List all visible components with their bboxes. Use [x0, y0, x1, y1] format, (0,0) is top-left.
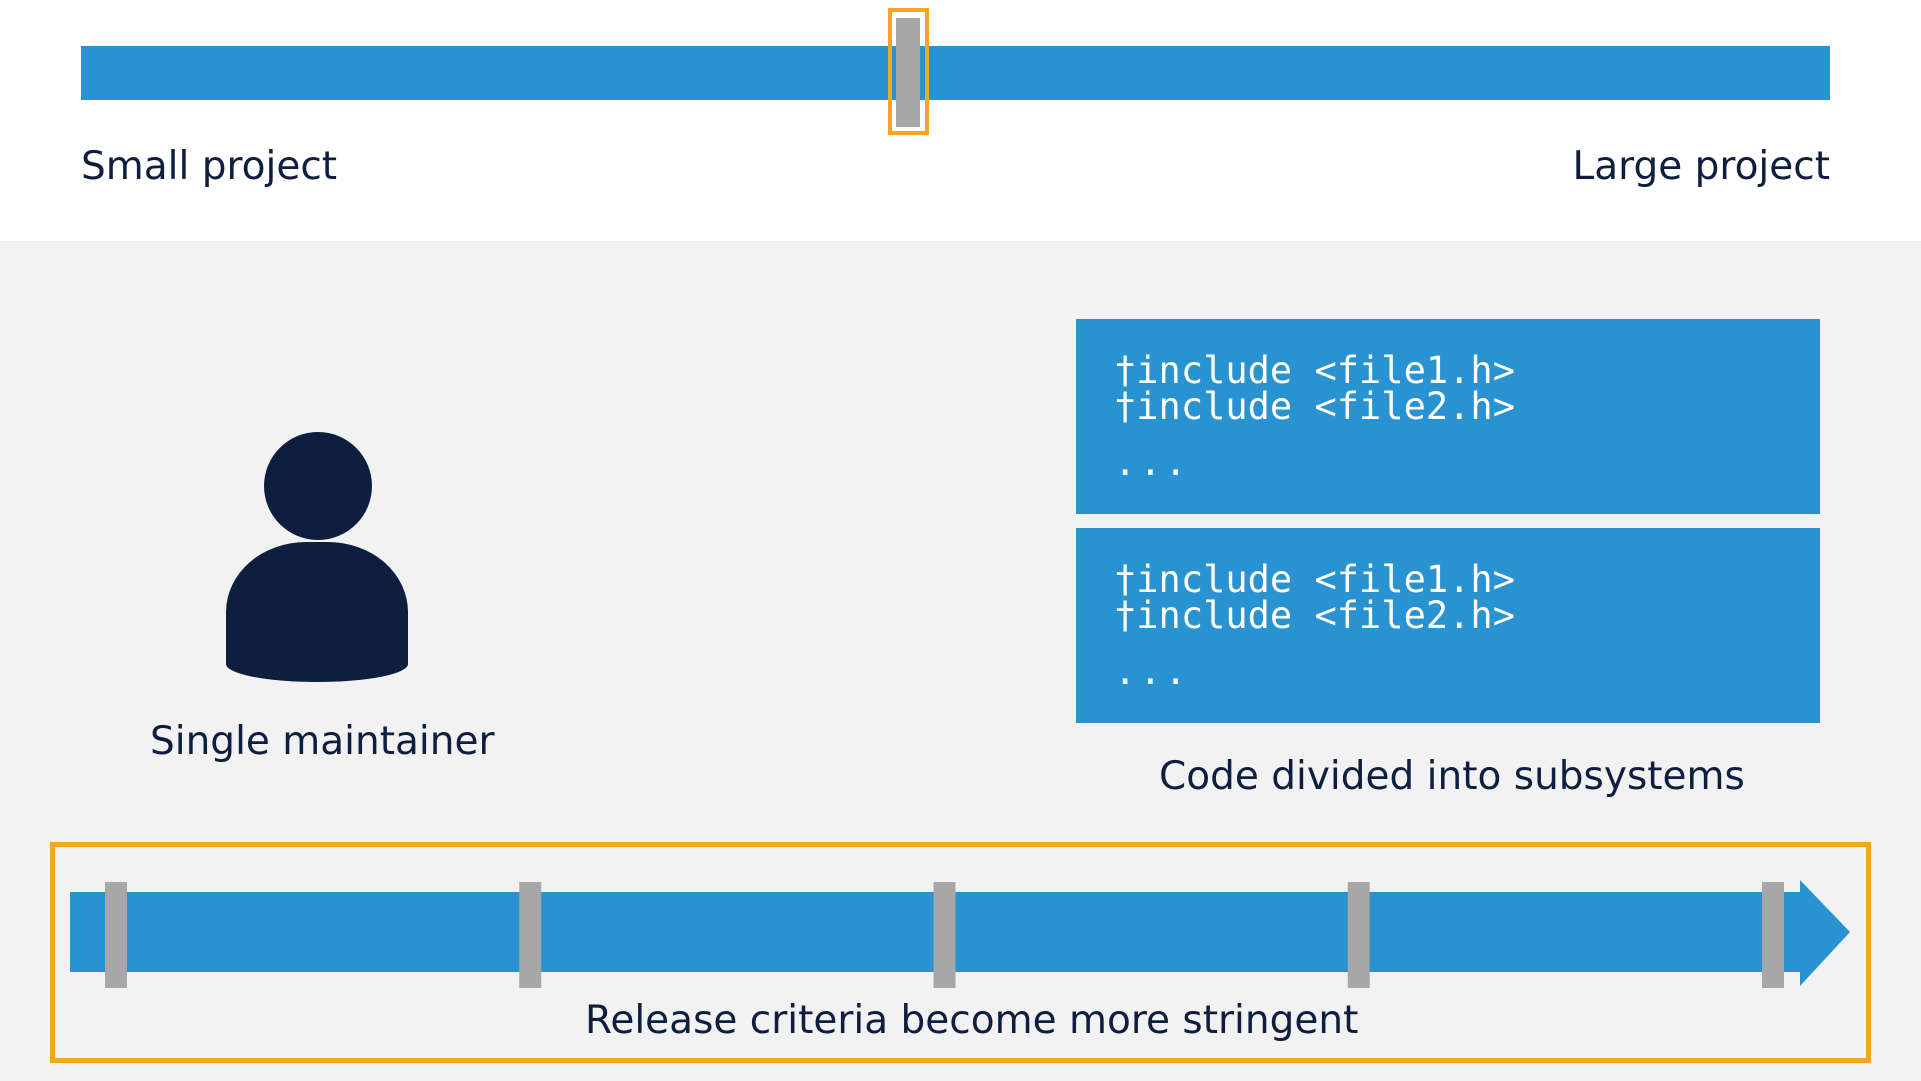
code-ellipsis: ... [1114, 441, 1190, 484]
person-body [226, 542, 408, 682]
person-icon [226, 432, 408, 682]
release-criteria-label: Release criteria become more stringent [585, 998, 1359, 1043]
release-criteria-highlight [50, 842, 1871, 1063]
person-head [264, 432, 372, 540]
code-line: †include <file1.h> [1114, 349, 1515, 392]
size-marker-highlight [887, 8, 929, 135]
release-tick [105, 882, 127, 988]
release-tick [1762, 882, 1784, 988]
project-size-bar [81, 46, 1830, 100]
release-tick [933, 882, 956, 988]
subsystems-label: Code divided into subsystems [1159, 754, 1745, 799]
code-block: †include <file1.h> †include <file2.h> ..… [1076, 528, 1820, 723]
code-line: †include <file1.h> [1114, 558, 1515, 601]
code-line: †include <file2.h> [1114, 385, 1515, 428]
code-block: †include <file1.h> †include <file2.h> ..… [1076, 319, 1820, 514]
release-tick [519, 882, 542, 988]
small-project-label: Small project [81, 144, 338, 189]
release-arrow-shape [70, 880, 1850, 986]
release-tick [1347, 882, 1370, 988]
code-ellipsis: ... [1114, 650, 1190, 693]
release-arrow [70, 880, 1850, 988]
code-line: †include <file2.h> [1114, 594, 1515, 637]
single-maintainer-label: Single maintainer [150, 719, 495, 764]
large-project-label: Large project [1572, 144, 1830, 189]
size-marker [895, 18, 920, 127]
project-size-panel [0, 0, 1921, 241]
